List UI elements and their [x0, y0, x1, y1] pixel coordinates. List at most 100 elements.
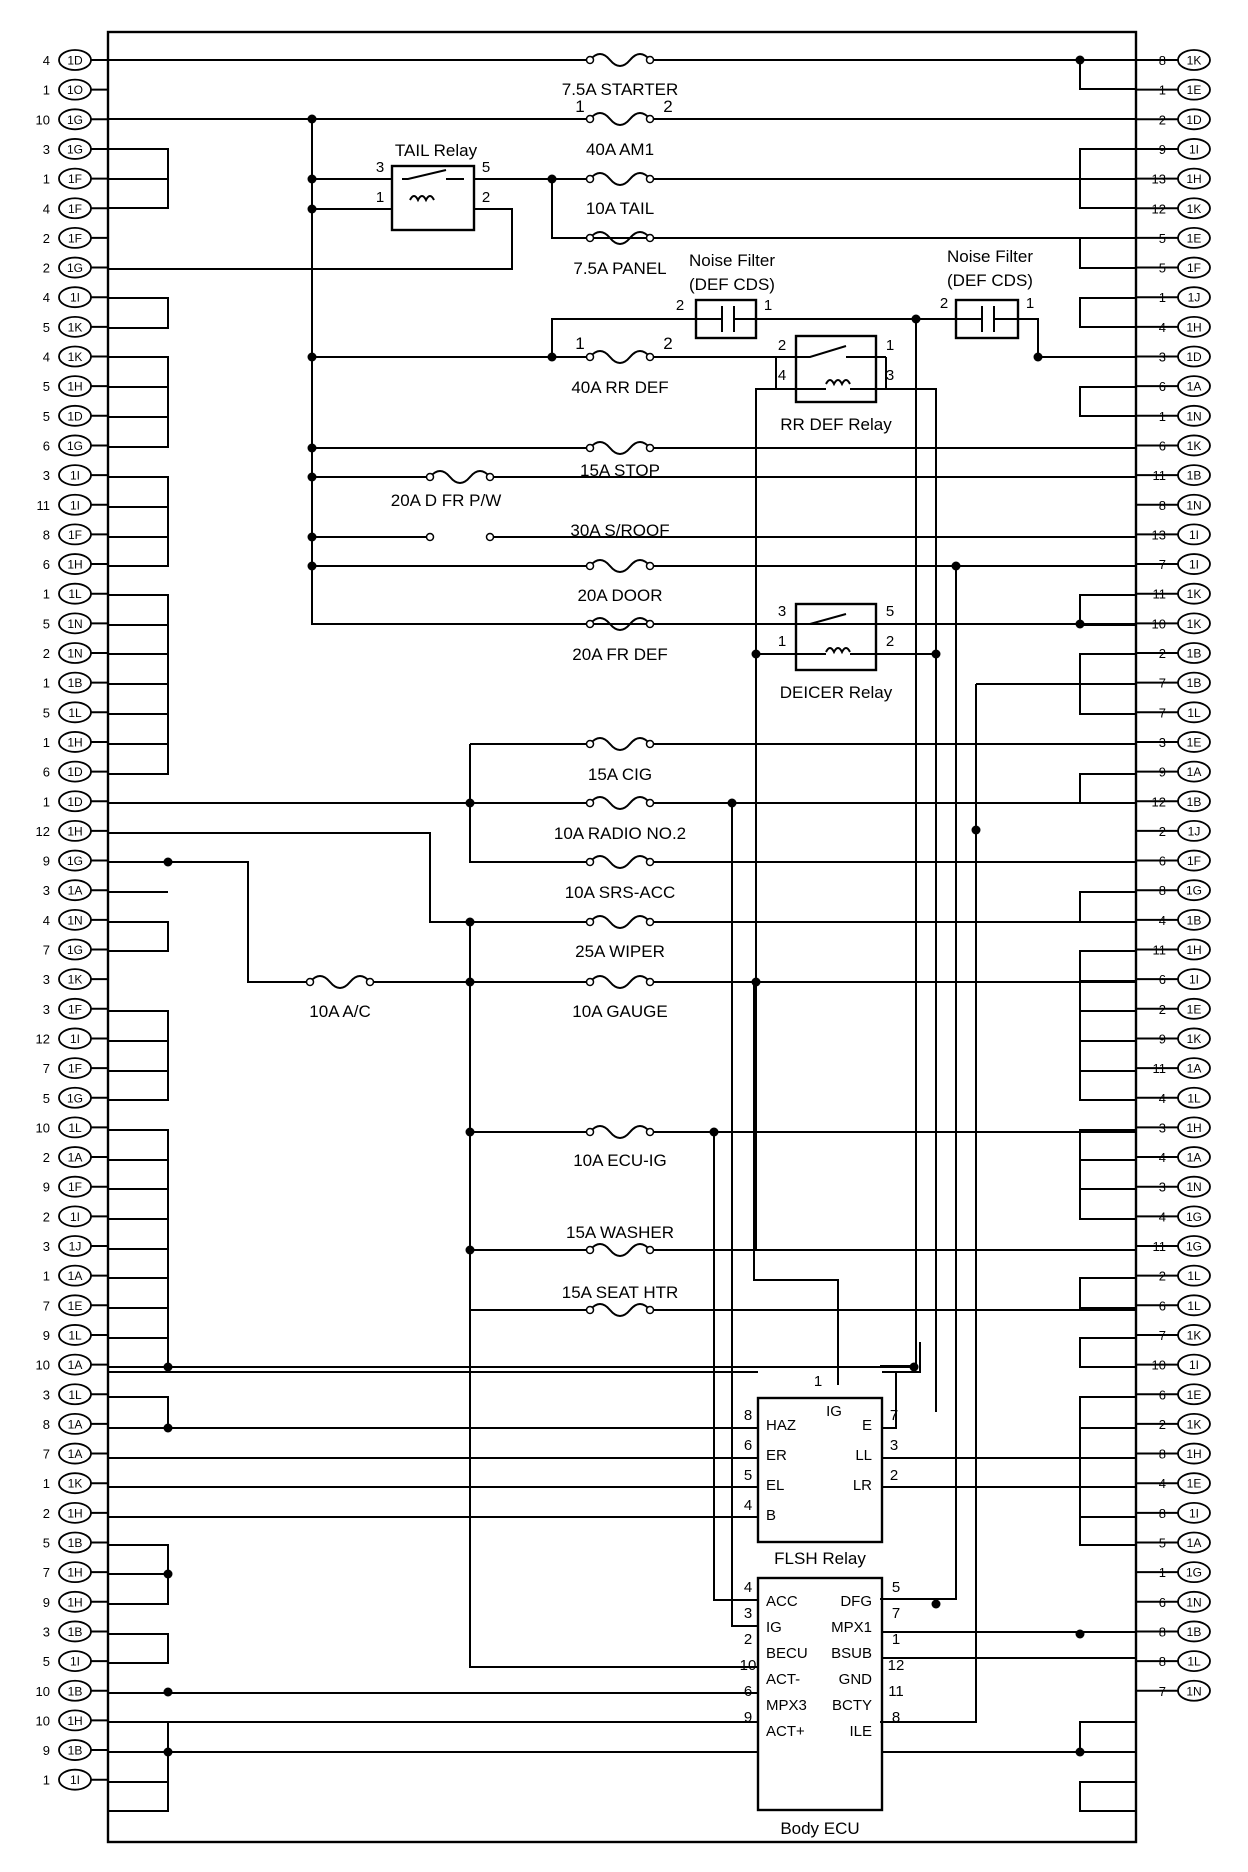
ecu-right-pin-number: 7: [892, 1605, 900, 1622]
left-connector-number: 5: [43, 1654, 50, 1669]
left-connector-number: 3: [43, 1624, 50, 1639]
right-connector-id: 1I: [1189, 973, 1199, 987]
right-connector-id: 1N: [1186, 1684, 1201, 1698]
flsh-relay-name: FLSH Relay: [774, 1549, 866, 1568]
ecu-left-pin-name: IG: [766, 1619, 782, 1636]
right-connector-id: 1K: [1187, 54, 1202, 68]
left-connector-number: 7: [43, 943, 50, 958]
right-connector-id: 1K: [1187, 202, 1202, 216]
ecu-right-pin-name: MPX1: [831, 1619, 872, 1636]
deicer-relay-pin-3: 3: [778, 603, 786, 620]
fuse-symbol: [429, 470, 491, 484]
right-connector-id: 1N: [1186, 1595, 1201, 1609]
right-connector-id: 1B: [1187, 1625, 1202, 1639]
right-connector-id: 1A: [1187, 765, 1202, 779]
left-connector-number: 6: [43, 438, 50, 453]
am1-pin-1: 1: [575, 97, 584, 116]
right-connector-id: 1I: [1189, 1506, 1199, 1520]
ecu-left-pin-name: MPX3: [766, 1697, 807, 1714]
left-connector-id: 1H: [67, 824, 82, 838]
noise-filter-right: Noise Filter (DEF CDS) 2 1: [940, 247, 1034, 340]
right-connector-id: 1E: [1187, 231, 1202, 245]
left-connector-number: 1: [43, 676, 50, 691]
flsh-pin-er-num: 6: [744, 1437, 752, 1454]
fuse-label: 20A DOOR: [577, 586, 662, 605]
left-connector-id: 1A: [68, 1447, 83, 1461]
left-connector-number: 5: [43, 1536, 50, 1551]
left-connector-id: 1I: [70, 1773, 80, 1787]
left-connector-number: 1: [43, 1269, 50, 1284]
noise-filter-left-pin-1: 1: [764, 297, 772, 314]
rr-def-relay: RR DEF Relay 2 1 4 3: [776, 334, 894, 434]
fuse-symbol: [589, 172, 651, 186]
noise-filter-right-pin-1: 1: [1026, 295, 1034, 312]
fuse-label: 10A SRS-ACC: [565, 883, 676, 902]
left-connector-number: 9: [43, 1328, 50, 1343]
left-connector-id: 1G: [67, 854, 83, 868]
right-connector-id: 1K: [1187, 439, 1202, 453]
left-connector-number: 2: [43, 646, 50, 661]
left-connector-number: 10: [36, 1684, 50, 1699]
ecu-right-pin-name: BCTY: [832, 1697, 872, 1714]
right-connector-id: 1G: [1186, 1240, 1202, 1254]
left-connector-id: 1I: [70, 291, 80, 305]
right-connector-id: 1H: [1186, 172, 1201, 186]
left-connector-number: 10: [36, 112, 50, 127]
left-connector-number: 5: [43, 1091, 50, 1106]
fuse: 10A A/C: [305, 975, 375, 1021]
deicer-relay-pin-1: 1: [778, 633, 786, 650]
fuse-label: 10A GAUGE: [572, 1002, 667, 1021]
fuse-symbol: [589, 1303, 651, 1317]
left-connector-id: 1F: [68, 1062, 82, 1076]
left-connector-number: 2: [43, 1506, 50, 1521]
am1-pin-2: 2: [663, 97, 672, 116]
fuse: 15A STOP: [580, 441, 660, 480]
fuse-label: 7.5A STARTER: [562, 80, 679, 99]
left-connector-id: 1H: [67, 1506, 82, 1520]
right-connector-id: 1F: [1187, 854, 1201, 868]
fuse-symbol: [589, 112, 651, 126]
right-connector-id: 1E: [1187, 735, 1202, 749]
fuse-symbol: [589, 915, 651, 929]
noise-filter-left-pin-2: 2: [676, 297, 684, 314]
fuse-label: 30A S/ROOF: [570, 521, 669, 540]
right-connector-id: 1G: [1186, 1566, 1202, 1580]
ecu-left-pin-number: 3: [744, 1605, 752, 1622]
left-connector-id: 1A: [68, 1417, 83, 1431]
right-connector-id: 1L: [1187, 1269, 1201, 1283]
right-connector-id: 1B: [1187, 795, 1202, 809]
right-connector-id: 1A: [1187, 1062, 1202, 1076]
ecu-left-pin-number: 2: [744, 1631, 752, 1648]
tail-relay-pin-5: 5: [482, 159, 490, 176]
fuse-label: 40A RR DEF: [571, 378, 668, 397]
left-connector-number: 7: [43, 1565, 50, 1580]
left-connector-number: 2: [43, 261, 50, 276]
left-connector-id: 1J: [69, 1240, 82, 1254]
right-connector-id: 1K: [1187, 587, 1202, 601]
